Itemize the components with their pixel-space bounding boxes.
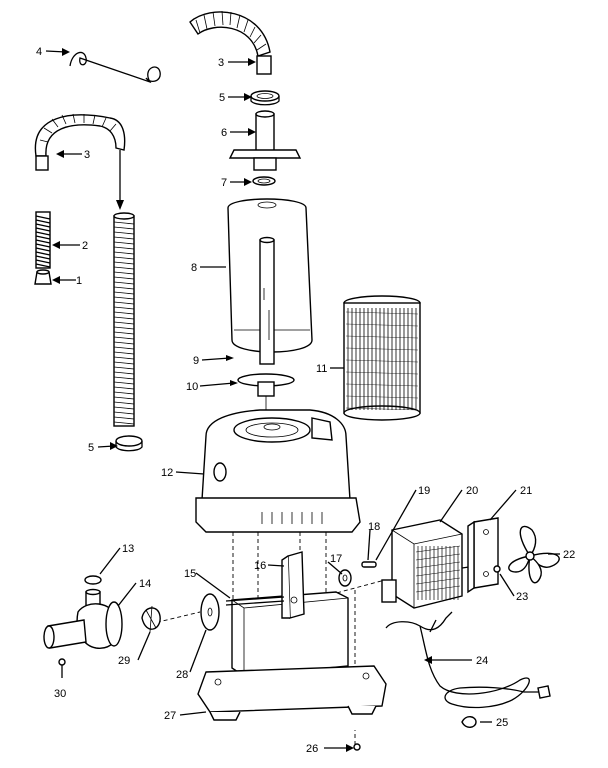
callout-16: 16 (254, 560, 266, 572)
callout-26: 26 (306, 743, 318, 755)
long-intake-tube (113, 212, 135, 427)
part-1-cap (34, 269, 52, 285)
callout-12: 12 (161, 467, 173, 479)
part-29-impeller (141, 605, 161, 633)
callout-18: 18 (368, 521, 380, 533)
part-3-hose-left (34, 113, 126, 210)
part-28-gasket-disc (200, 593, 220, 631)
callout-14: 14 (139, 578, 151, 590)
part-26-screw (353, 743, 361, 751)
callout-1: 1 (76, 275, 82, 287)
part-5-collar-bottom (115, 435, 143, 452)
part-10-canister-base (237, 373, 295, 414)
callout-28: 28 (176, 669, 188, 681)
part-7-o-ring (252, 176, 276, 186)
callout-6: 6 (221, 127, 227, 139)
part-18-spacer (361, 561, 377, 568)
part-13-o-ring (84, 575, 102, 585)
part-8-filter-canister (227, 198, 313, 365)
callout-15: 15 (184, 568, 196, 580)
callout-25: 25 (496, 717, 508, 729)
callout-21: 21 (520, 485, 532, 497)
callout-20: 20 (466, 485, 478, 497)
callout-27: 27 (164, 710, 176, 722)
callout-7: 7 (221, 177, 227, 189)
part-12-motor-housing (195, 409, 361, 533)
callout-3-top: 3 (218, 57, 224, 69)
part-20-motor (381, 519, 491, 609)
callout-17: 17 (330, 553, 342, 565)
part-3-hose-top (189, 10, 272, 75)
callout-13: 13 (122, 543, 134, 555)
callout-3-left: 3 (84, 149, 90, 161)
callout-5-bottom: 5 (88, 442, 94, 454)
part-25-cord-clip (461, 716, 477, 728)
callout-4: 4 (36, 46, 42, 58)
part-16-bracket (281, 551, 305, 619)
callout-2: 2 (82, 240, 88, 252)
part-2-spring (35, 211, 51, 269)
callout-30: 30 (54, 688, 66, 700)
part-14-pump-housing (43, 588, 123, 649)
part-6-inlet-cap (228, 110, 302, 171)
part-5-collar-top (250, 90, 280, 106)
part-4-wire-clip (69, 51, 161, 84)
part-30-screw (58, 658, 66, 678)
callout-29: 29 (118, 655, 130, 667)
part-27-base-tray (197, 591, 387, 721)
callout-22: 22 (563, 549, 575, 561)
leader-lines (45, 48, 560, 752)
callout-24: 24 (476, 655, 488, 667)
callout-10: 10 (186, 381, 198, 393)
part-23-washer (493, 565, 501, 573)
part-11-filter-cartridge (343, 295, 421, 421)
part-21-motor-bracket (467, 517, 499, 594)
callout-19: 19 (418, 485, 430, 497)
callout-labels: 1 2 3 3 4 5 5 6 7 8 9 10 11 12 13 14 15 … (36, 46, 575, 755)
part-22-fan-blade (508, 525, 560, 584)
callout-11: 11 (316, 363, 327, 375)
callout-23: 23 (516, 591, 528, 603)
part-15-shaft (225, 596, 285, 606)
part-24-power-cord (385, 611, 551, 709)
callout-5-top: 5 (219, 92, 225, 104)
callout-9: 9 (193, 355, 199, 367)
callout-8: 8 (191, 262, 197, 274)
